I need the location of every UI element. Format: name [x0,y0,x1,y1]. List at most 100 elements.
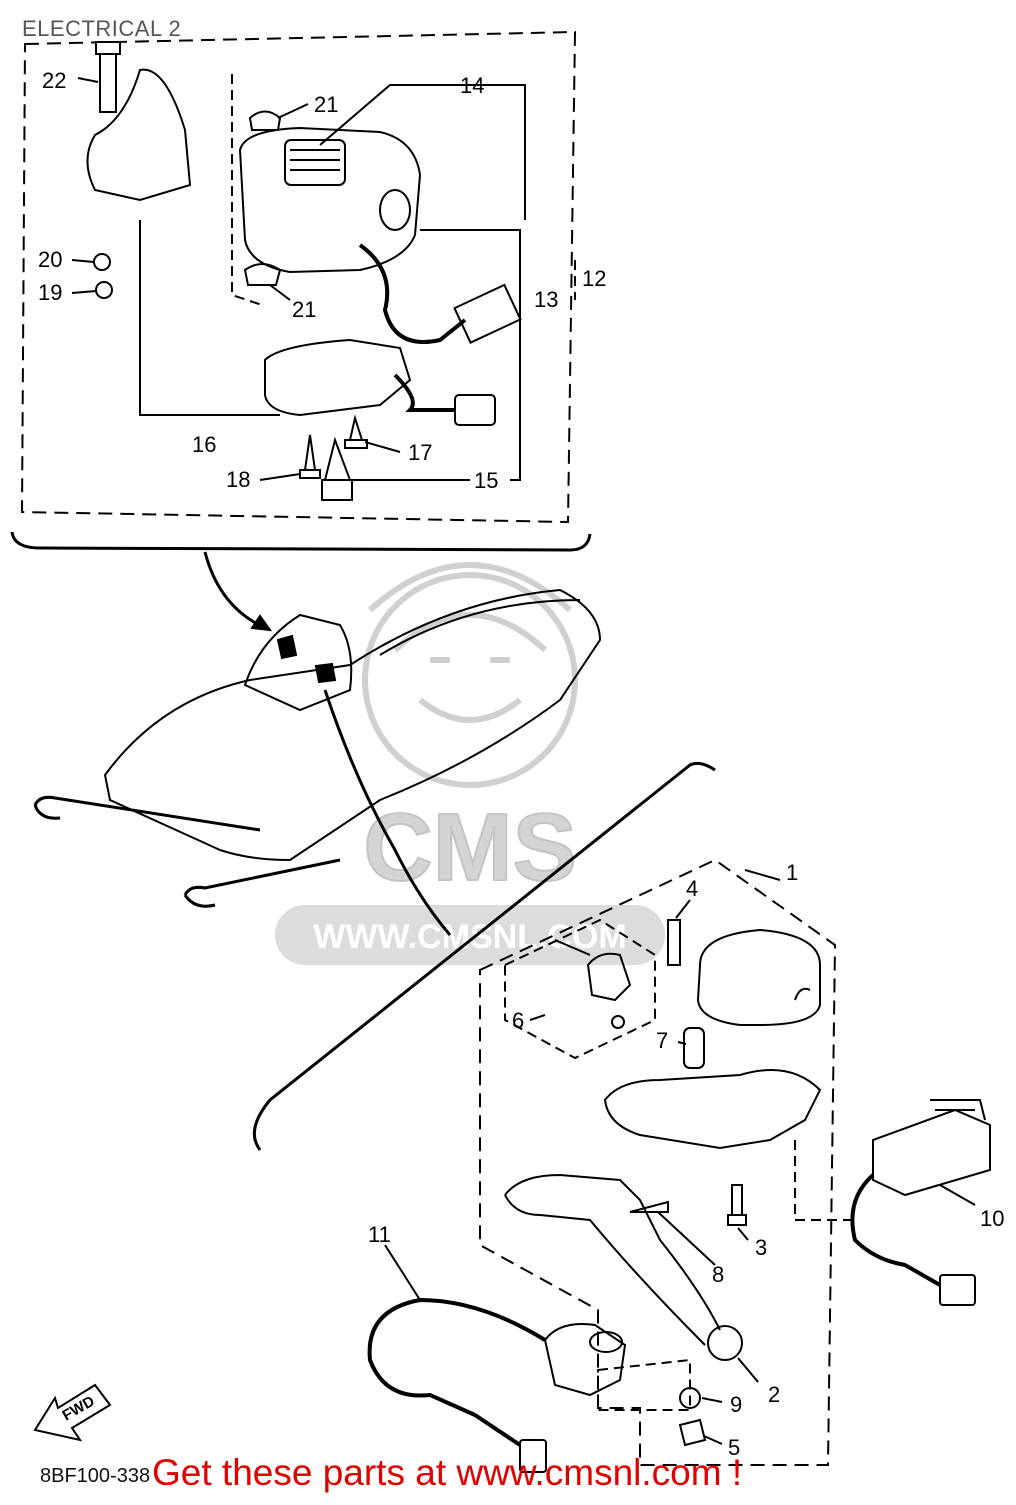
watermark-url-bar [275,905,665,965]
watermark [362,562,578,788]
switch-11-boss [589,1331,623,1353]
leader-21b [269,284,291,301]
lower-cover-16 [264,338,412,417]
wire-10 [850,1173,941,1287]
dashed-guide-lower [794,1140,855,1221]
screw-17 [344,414,368,449]
page-title: ELECTRICAL 2 [22,16,182,41]
bolt-15 [321,436,353,501]
bracket-13-line [420,229,521,481]
switch-button [284,139,346,186]
watermark-helmet [367,562,573,613]
leader-10 [939,1184,976,1206]
fwd-label: FWD [60,1393,98,1425]
bracket-16-line [139,220,280,416]
callout-12: 12 [582,266,606,291]
bolt-6 [554,939,591,956]
lower-assembly [367,858,991,1473]
callout-10: 10 [980,1206,1004,1231]
lever-bracket [603,1069,822,1150]
switch-11 [543,1323,627,1397]
snowmobile-windshield [243,613,353,712]
leader-6 [529,1014,546,1021]
handle-cover-notch [794,987,811,1001]
pointer-arrow-top-head [250,614,273,632]
watermark-logo: CMS [363,794,576,901]
diagram-code: 8BF100-338 [40,1465,151,1487]
switch-10 [872,1108,991,1197]
callout-19: 19 [38,280,62,305]
leader-2 [737,1357,759,1383]
callout-5: 5 [728,1435,740,1460]
switch-bore [379,189,411,231]
fwd-arrow [33,1383,112,1442]
switch-connector [453,283,522,344]
washer-9 [679,1387,701,1409]
bracket-14-line [319,84,526,220]
cable-11 [367,1297,547,1417]
frame-9-dashed [597,1358,691,1411]
screw-8 [629,1200,669,1213]
callout-14: 14 [460,73,484,98]
ski-right [183,858,341,908]
callout-2: 2 [768,1382,780,1407]
watermark-mascot-face [392,612,548,723]
handle-cover [696,928,821,1026]
handlebar-block-right [314,662,337,684]
callout-7: 7 [656,1028,668,1053]
callout-3: 3 [755,1235,767,1260]
bolt-22-head [95,41,121,55]
throttle-switch-assembly [71,41,576,501]
switch-wire [358,243,467,344]
leader-9 [701,1397,723,1403]
handlebar-block-left [276,634,298,660]
leader-1 [744,869,781,881]
inset-callout-bracket [10,531,592,552]
ski-left [33,795,261,832]
grommet-21-top [248,110,282,131]
snowmobile-sketch [33,588,602,936]
snowmobile-seat [379,599,581,656]
callout-15: 15 [474,468,498,493]
callout-22: 22 [42,68,66,93]
frame-1-dashed [479,858,837,1466]
snowmobile-hood [103,588,602,862]
leader-8 [657,1211,716,1266]
leader-5 [703,1435,723,1445]
callout-9: 9 [730,1392,742,1417]
lower-detail-divider [252,761,716,1151]
promo-link[interactable]: Get these parts at www.cmsnl.com ! [152,1452,743,1493]
watermark-url: WWW.CMSNL.COM [313,918,627,956]
callout-17: 17 [408,440,432,465]
callout-21b: 21 [292,297,316,322]
washer-20 [93,253,111,271]
pointer-arrow-bottom [323,689,452,936]
nut-5 [678,1418,707,1447]
brake-lever-2 [504,1173,721,1346]
lever-ball-end [707,1325,743,1361]
screw-4 [667,919,681,966]
inset-frame [10,30,592,632]
watermark-mascot-head [362,572,578,788]
clamp-6 [586,952,632,1002]
callout-13: 13 [534,287,558,312]
lower-cover-16-connector [454,394,496,426]
washer-19 [95,281,113,299]
callout-18: 18 [226,467,250,492]
leader-19 [71,290,97,294]
callout-8: 8 [712,1262,724,1287]
spring-6 [611,1015,625,1029]
leader-20 [71,259,95,263]
callout-1: 1 [786,860,798,885]
inset-dashed-border [20,30,577,524]
leader-11 [384,1244,421,1301]
switch-10-ridges [930,1099,986,1121]
fwd-arrow-shape [33,1383,112,1442]
leader-18 [259,473,301,481]
callout-4: 4 [686,876,698,901]
grommet-21-bottom [243,263,282,286]
switch-button-ridges [290,149,340,171]
